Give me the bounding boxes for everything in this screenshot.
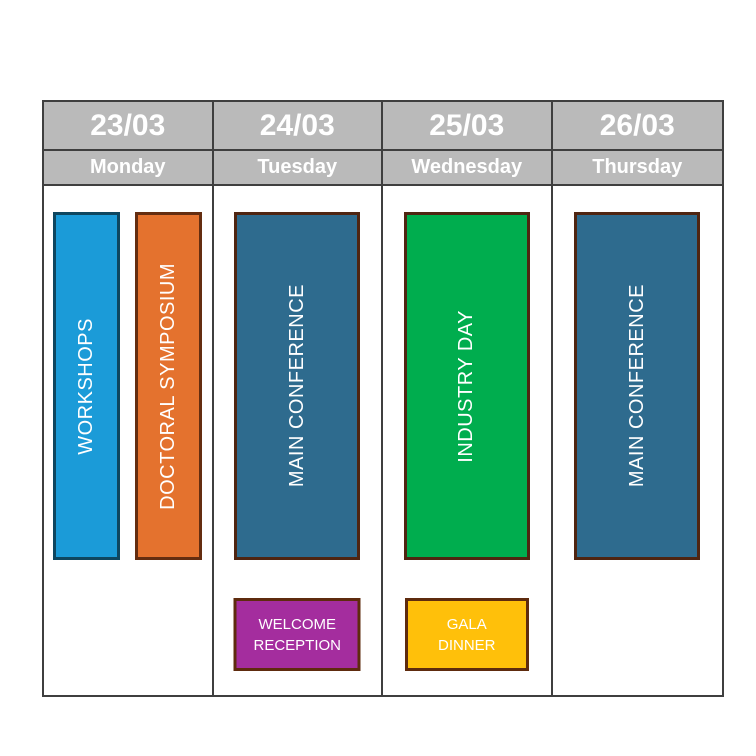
event-label: WORKSHOPS	[75, 317, 98, 455]
day-header: Tuesday	[213, 151, 381, 186]
event-label-line: DINNER	[437, 636, 496, 654]
event-label: MAIN CONFERENCE	[285, 284, 308, 488]
day-header: Thursday	[552, 151, 722, 186]
day-label: Monday	[89, 156, 166, 178]
date-label: 26/03	[599, 108, 675, 142]
event-label: INDUSTRY DAY	[455, 309, 478, 463]
date-header: 26/03	[552, 102, 722, 151]
event-block-welcome-reception: WELCOME RECEPTION	[233, 598, 361, 671]
event-block-gala-dinner: GALA DINNER	[404, 598, 529, 671]
event-label: DOCTORAL SYMPOSIUM	[157, 262, 180, 510]
day-header: Wednesday	[383, 151, 551, 186]
date-header: 24/03	[213, 102, 381, 151]
day-column-monday: 23/03 Monday WORKSHOPS DOCTORAL SYMPOSIU…	[44, 102, 214, 695]
day-column-tuesday: 24/03 Tuesday MAIN CONFERENCE WELCOME RE…	[213, 102, 383, 695]
date-label: 24/03	[259, 108, 335, 142]
event-block-industry-day: INDUSTRY DAY	[403, 212, 530, 560]
date-label: 23/03	[90, 108, 166, 142]
day-column-thursday: 26/03 Thursday MAIN CONFERENCE	[552, 102, 722, 695]
day-events-area: INDUSTRY DAY GALA DINNER	[383, 186, 551, 695]
event-block-doctoral-symposium: DOCTORAL SYMPOSIUM	[135, 212, 203, 560]
day-events-area: MAIN CONFERENCE	[552, 186, 722, 695]
day-column-wednesday: 25/03 Wednesday INDUSTRY DAY GALA DINNER	[383, 102, 553, 695]
event-label-line: RECEPTION	[253, 636, 341, 654]
event-label-line: GALA	[446, 615, 487, 633]
day-label: Thursday	[592, 156, 683, 178]
event-block-main-conference-thursday: MAIN CONFERENCE	[574, 212, 701, 560]
event-label: MAIN CONFERENCE	[625, 284, 648, 488]
day-events-area: WORKSHOPS DOCTORAL SYMPOSIUM	[44, 186, 212, 695]
day-label: Wednesday	[411, 156, 523, 178]
event-label-line: WELCOME	[258, 615, 336, 633]
date-label: 25/03	[429, 108, 505, 142]
date-header: 25/03	[383, 102, 551, 151]
conference-schedule-table: 23/03 Monday WORKSHOPS DOCTORAL SYMPOSIU…	[42, 100, 724, 697]
day-header: Monday	[44, 151, 212, 186]
event-block-workshops: WORKSHOPS	[53, 212, 121, 560]
event-block-main-conference-tuesday: MAIN CONFERENCE	[234, 212, 361, 560]
date-header: 23/03	[44, 102, 212, 151]
day-events-area: MAIN CONFERENCE WELCOME RECEPTION	[213, 186, 381, 695]
day-label: Tuesday	[257, 156, 338, 178]
